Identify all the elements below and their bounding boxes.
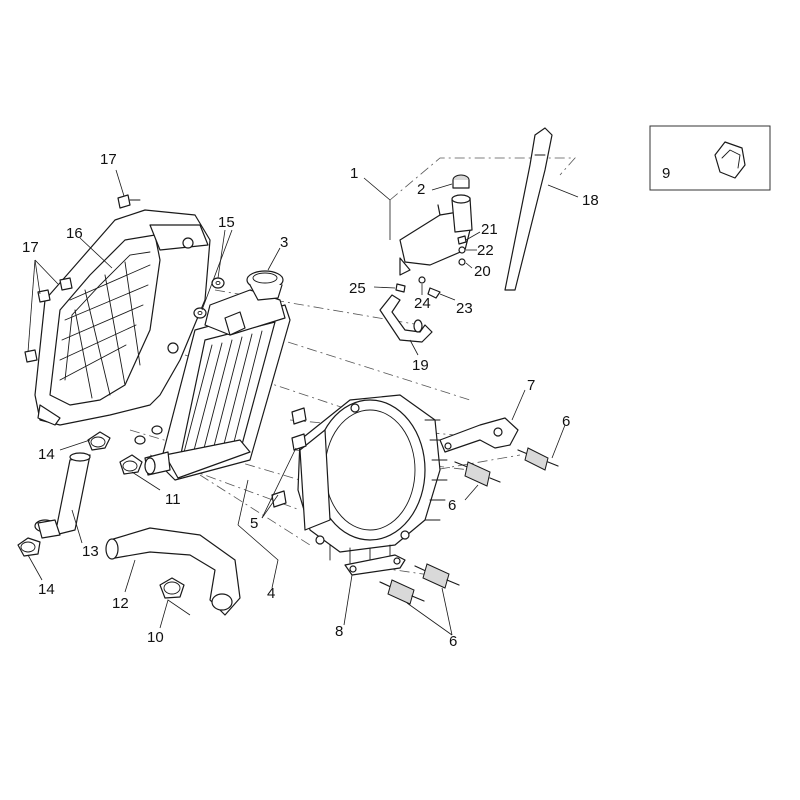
- callout-18: 18: [582, 192, 599, 209]
- callout-22: 22: [477, 242, 494, 259]
- callout-7: 7: [527, 377, 535, 394]
- fastener-20[interactable]: [458, 258, 466, 266]
- fastener-22[interactable]: [458, 246, 466, 254]
- washer-15-b[interactable]: [193, 307, 207, 319]
- callout-17-left: 17: [22, 239, 39, 256]
- expansion-tank[interactable]: [399, 194, 473, 276]
- leader-lines: [27, 169, 579, 636]
- upper-bracket[interactable]: [439, 417, 519, 453]
- washer-15-d[interactable]: [134, 435, 146, 445]
- grille-mesh-pattern: [59, 261, 151, 399]
- clip-25[interactable]: [395, 283, 406, 293]
- small-hose[interactable]: [379, 294, 433, 343]
- hose-clamp-11[interactable]: [119, 454, 143, 475]
- straight-hose[interactable]: [34, 452, 91, 539]
- fan-shroud[interactable]: [297, 394, 448, 564]
- rubber-mount-6-middle[interactable]: [454, 461, 501, 487]
- callout-21: 21: [481, 221, 498, 238]
- rubber-mount-6-lower-a[interactable]: [379, 579, 425, 605]
- rubber-mount-6-lower-b[interactable]: [414, 563, 460, 589]
- callout-3: 3: [280, 234, 288, 251]
- grommet-5-a[interactable]: [291, 407, 307, 425]
- callout-labels: 1 2 3 4 5 6 6 6 7 8 9 10 11 12 13 14 14 …: [22, 151, 670, 650]
- radiator-grille-cover[interactable]: [34, 209, 211, 426]
- callout-10: 10: [147, 629, 164, 646]
- callout-13: 13: [82, 543, 99, 560]
- callout-6-middle: 6: [448, 497, 456, 514]
- fastener-24[interactable]: [418, 276, 426, 284]
- callout-1: 1: [350, 165, 358, 182]
- screw-17-left-b[interactable]: [37, 289, 51, 303]
- screw-17-top[interactable]: [117, 194, 141, 209]
- callout-16: 16: [66, 225, 83, 242]
- curved-hose[interactable]: [105, 527, 241, 616]
- callout-5: 5: [250, 515, 258, 532]
- callout-6-lower: 6: [449, 633, 457, 650]
- washer-15-c[interactable]: [151, 425, 163, 435]
- callout-2: 2: [417, 181, 425, 198]
- radiator[interactable]: [144, 270, 291, 481]
- callout-12: 12: [112, 595, 129, 612]
- screw-17-left-a[interactable]: [59, 277, 73, 291]
- grommet-5-b[interactable]: [291, 433, 307, 451]
- hose-clamp-10[interactable]: [159, 577, 185, 599]
- radiator-fins: [181, 330, 263, 461]
- rubber-mount-6-upper-right[interactable]: [517, 447, 559, 471]
- callout-24: 24: [414, 295, 431, 312]
- callout-14-upper: 14: [38, 446, 55, 463]
- callout-8: 8: [335, 623, 343, 640]
- callout-15: 15: [218, 214, 235, 231]
- callout-11: 11: [165, 491, 181, 508]
- callout-14-lower: 14: [38, 581, 55, 598]
- grommet-5-c[interactable]: [271, 490, 287, 508]
- callout-23: 23: [456, 300, 473, 317]
- callout-6-upper-right: 6: [562, 413, 570, 430]
- overflow-hose[interactable]: [504, 127, 553, 291]
- callout-4: 4: [267, 585, 275, 602]
- tank-cap[interactable]: [452, 174, 470, 189]
- hose-clamp-14-lower[interactable]: [17, 537, 41, 557]
- fastener-21[interactable]: [457, 235, 467, 245]
- callout-25: 25: [349, 280, 366, 297]
- callout-9: 9: [662, 165, 670, 182]
- inset-box: [649, 125, 771, 191]
- hose-clamp-14-upper[interactable]: [87, 431, 111, 451]
- callout-17-top: 17: [100, 151, 117, 168]
- screw-17-left-c[interactable]: [24, 349, 38, 363]
- callout-19: 19: [412, 357, 429, 374]
- screw-23[interactable]: [427, 287, 441, 299]
- lower-bracket[interactable]: [344, 554, 406, 576]
- hose-clamp-9[interactable]: [714, 141, 746, 179]
- callout-20: 20: [474, 263, 491, 280]
